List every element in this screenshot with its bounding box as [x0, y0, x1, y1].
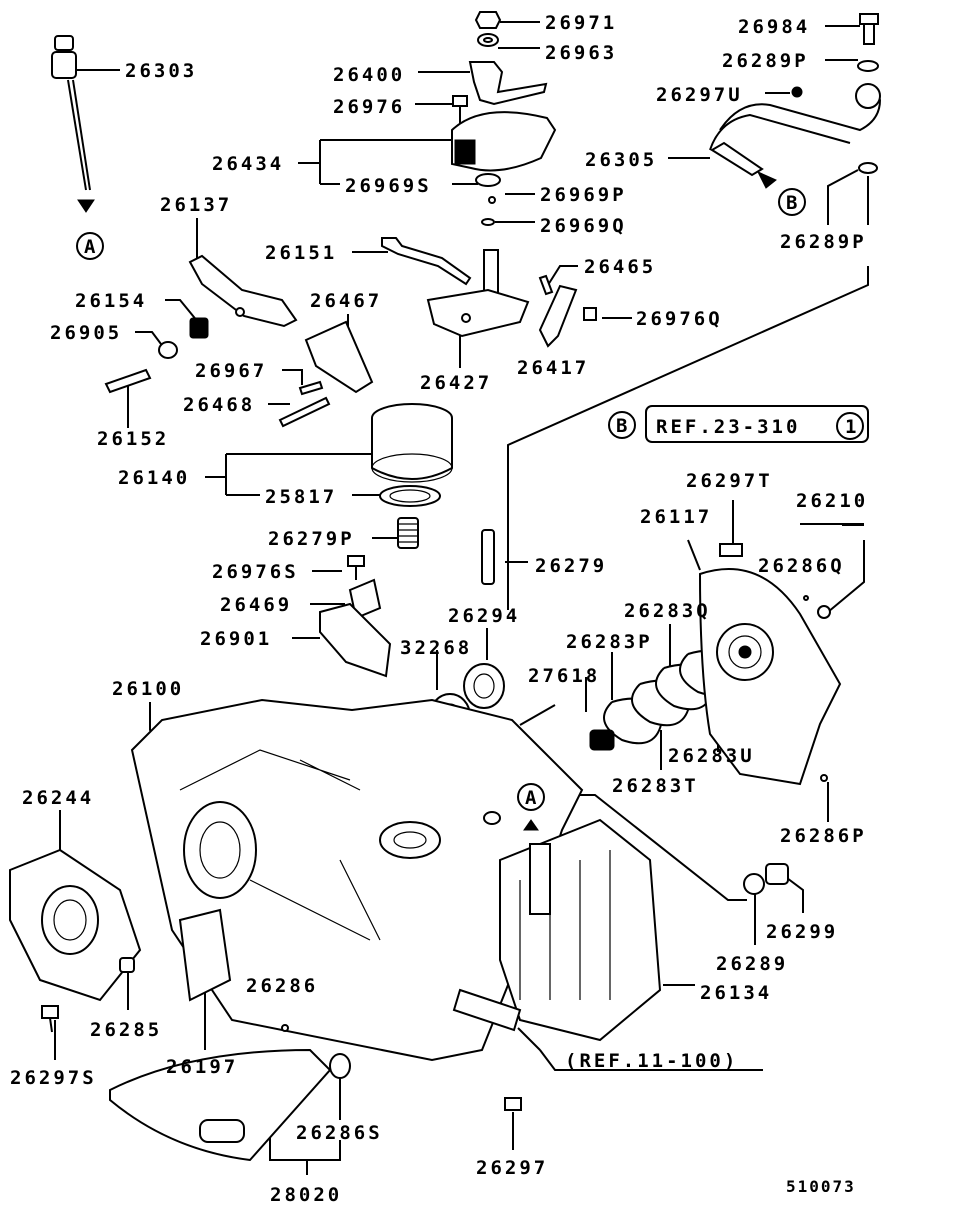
label-26969Q: 26969Q	[540, 215, 627, 237]
label-26294: 26294	[448, 605, 520, 627]
label-26971: 26971	[545, 12, 617, 34]
label-26210: 26210	[796, 490, 868, 512]
label-26100: 26100	[112, 678, 184, 700]
label-26400: 26400	[333, 64, 405, 86]
label-26901: 26901	[200, 628, 272, 650]
label-26134: 26134	[700, 982, 772, 1004]
ref-23-310: REF.23-310	[656, 416, 800, 438]
label-26283Q: 26283Q	[624, 600, 711, 622]
label-26465: 26465	[584, 256, 656, 278]
label-26283P: 26283P	[566, 631, 653, 653]
label-26117: 26117	[640, 506, 712, 528]
label-26283T: 26283T	[612, 775, 699, 797]
label-26303: 26303	[125, 60, 197, 82]
label-26286P: 26286P	[780, 825, 867, 847]
label-26137: 26137	[160, 194, 232, 216]
label-26299: 26299	[766, 921, 838, 943]
label-26963: 26963	[545, 42, 617, 64]
ref-11-100: (REF.11-100)	[565, 1050, 738, 1072]
label-26297S: 26297S	[10, 1067, 97, 1089]
label-26468: 26468	[183, 394, 255, 416]
label-26297U: 26297U	[656, 84, 743, 106]
marker-b-2: B	[616, 415, 627, 437]
label-27618: 27618	[528, 665, 600, 687]
label-26434: 26434	[212, 153, 284, 175]
callout-labels: 26971 26963 26303 26400 26976 26434 2696…	[10, 12, 868, 1206]
label-26467: 26467	[310, 290, 382, 312]
label-26285: 26285	[90, 1019, 162, 1041]
label-26283U: 26283U	[668, 745, 755, 767]
label-26905: 26905	[50, 322, 122, 344]
marker-ref-circle: 1	[845, 416, 856, 438]
label-26469: 26469	[220, 594, 292, 616]
label-26984: 26984	[738, 16, 810, 38]
label-26289P-top: 26289P	[722, 50, 809, 72]
label-26297: 26297	[476, 1157, 548, 1179]
label-26279P: 26279P	[268, 528, 355, 550]
label-26969S: 26969S	[345, 175, 432, 197]
label-26154: 26154	[75, 290, 147, 312]
label-26976S: 26976S	[212, 561, 299, 583]
label-25817: 25817	[265, 486, 337, 508]
label-26289: 26289	[716, 953, 788, 975]
label-26286: 26286	[246, 975, 318, 997]
label-26286S: 26286S	[296, 1122, 383, 1144]
label-26297T: 26297T	[686, 470, 773, 492]
label-26244: 26244	[22, 787, 94, 809]
label-26289P-mid: 26289P	[780, 231, 867, 253]
label-32268: 32268	[400, 637, 472, 659]
marker-b-1: B	[786, 192, 797, 214]
diagram-code: 510073	[786, 1177, 856, 1196]
label-26140: 26140	[118, 467, 190, 489]
label-28020: 28020	[270, 1184, 342, 1206]
marker-a-1: A	[84, 236, 96, 258]
label-26417: 26417	[517, 357, 589, 379]
marker-a-2: A	[525, 787, 537, 809]
label-26197: 26197	[166, 1056, 238, 1078]
label-26305: 26305	[585, 149, 657, 171]
label-26427: 26427	[420, 372, 492, 394]
label-26976Q: 26976Q	[636, 308, 723, 330]
label-26286Q: 26286Q	[758, 555, 845, 577]
label-26152: 26152	[97, 428, 169, 450]
leader-lines	[54, 21, 869, 1175]
label-26967: 26967	[195, 360, 267, 382]
label-26976: 26976	[333, 96, 405, 118]
part-drawings	[9, 11, 882, 1162]
label-26969P: 26969P	[540, 184, 627, 206]
label-26151: 26151	[265, 242, 337, 264]
label-26279: 26279	[535, 555, 607, 577]
